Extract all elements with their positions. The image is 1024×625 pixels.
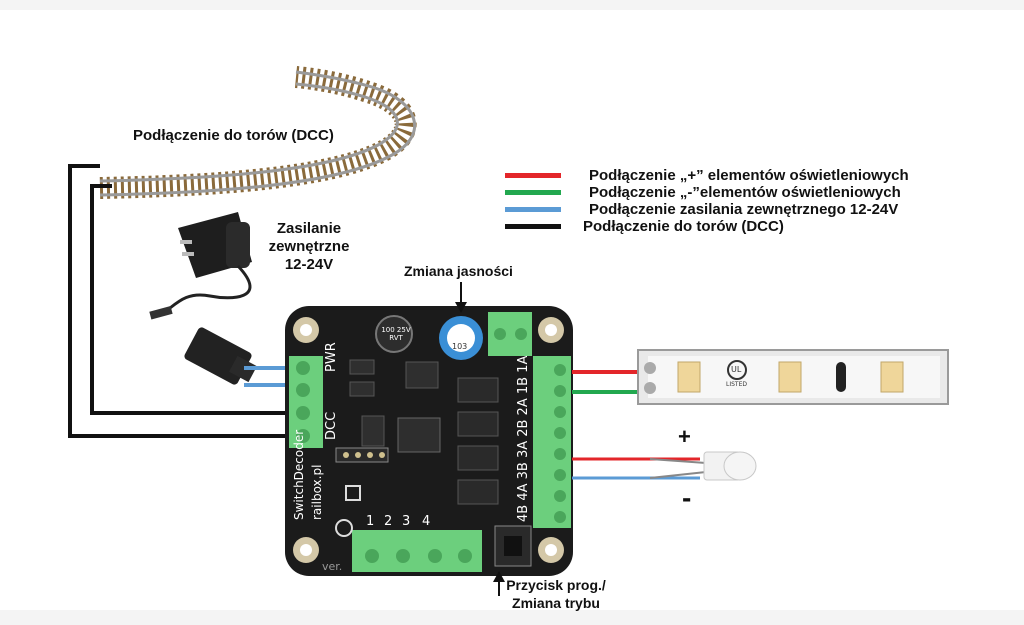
bottom-number-3: 3: [402, 514, 411, 529]
legend-text: Podłączenie „-”elementów oświetleniowych: [589, 184, 901, 201]
driver-2: [457, 411, 499, 437]
right-terminal-block: [533, 356, 571, 528]
driver-3: [457, 445, 499, 471]
minus-sign: -: [682, 482, 692, 513]
power-supply-line-1: Zasilanie: [276, 220, 342, 237]
power-supply-line-2: zewnętrzne: [268, 238, 350, 255]
track-connection-label: Podłączenie do torów (DCC): [133, 127, 334, 144]
dcc-wire-outer: [68, 164, 300, 438]
button-label-line-1: Przycisk prog./: [506, 577, 606, 593]
output-labels: 4B 4A 3B 3A 2B 2A 1B 1A: [516, 355, 531, 522]
dcc-wires: [68, 164, 300, 438]
brightness-label: Zmiana jasności: [404, 263, 513, 279]
ul-cert-top: UL: [731, 365, 742, 374]
version-label: ver.: [322, 560, 343, 573]
legend-swatch: [505, 173, 561, 178]
capacitor-text: 100 25V RVT: [381, 326, 411, 342]
legend-text: Podłączenie do torów (DCC): [583, 218, 784, 235]
button-label-line-2: Zmiana trybu: [512, 595, 600, 611]
ul-cert-mark: [727, 360, 747, 380]
button-label: Przycisk prog./ Zmiana trybu: [506, 576, 606, 612]
led-wires: [572, 457, 700, 480]
bottom-number-2: 2: [384, 514, 393, 529]
led-bulb: [649, 451, 757, 481]
plus-sign: +: [678, 424, 691, 449]
driver-4: [457, 479, 499, 505]
power-adapter-icon: [149, 212, 252, 320]
driver-1: [457, 377, 499, 403]
power-supply-line-3: 12-24V: [284, 256, 334, 273]
pot-text: 103: [452, 342, 468, 351]
legend-swatch: [505, 207, 561, 212]
pwr-label: PWR: [324, 342, 339, 372]
legend-text: Podłączenie zasilania zewnętrznego 12-24…: [589, 201, 899, 218]
legend-text: Podłączenie „+” elementów oświetleniowyc…: [589, 167, 909, 184]
bottom-number-4: 4: [422, 514, 431, 529]
ul-cert-bottom: LISTED: [726, 381, 747, 388]
railway-track: [99, 66, 417, 199]
board-name: SwitchDecoder: [292, 429, 306, 520]
annotation-arrows: [455, 282, 505, 596]
ic-main: [397, 417, 441, 453]
dcc-label: DCC: [324, 411, 339, 440]
bottom-number-1: 1: [366, 514, 375, 529]
legend-swatch: [505, 224, 561, 229]
dc-jack-icon: [184, 327, 257, 385]
dcc-wire-inner: [90, 184, 300, 415]
power-supply-label: Zasilanie zewnętrzne 12-24V: [254, 220, 364, 274]
led-strip: [637, 349, 949, 405]
capacitor: [375, 315, 413, 353]
decoder-board: [285, 306, 573, 576]
legend-swatch: [505, 190, 561, 195]
board-brand: railbox.pl: [310, 464, 324, 520]
